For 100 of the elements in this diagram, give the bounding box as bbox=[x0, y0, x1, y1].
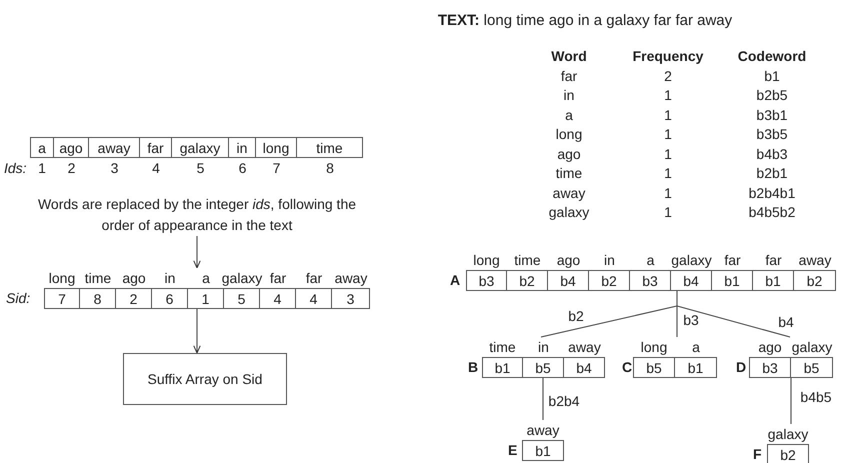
word-label: ago bbox=[122, 271, 146, 285]
table-cell-text: ago bbox=[556, 144, 582, 164]
table-cell-text: 1 bbox=[663, 86, 673, 105]
array-cell: 5 bbox=[224, 288, 260, 309]
process-box: Suffix Array on Sid bbox=[123, 353, 287, 405]
edge-label: b2 bbox=[567, 309, 585, 323]
description-text: Words are replaced by the integer ids, following the order of appearance in the text bbox=[22, 194, 372, 236]
table-cell-text: away bbox=[552, 184, 586, 203]
array-cell: in bbox=[229, 137, 256, 158]
table-cell-text: galaxy bbox=[548, 203, 590, 222]
array-cell: b4 bbox=[548, 270, 589, 291]
word-label: far bbox=[765, 253, 782, 267]
array-cell: a bbox=[30, 137, 54, 158]
table-cell-text: long bbox=[554, 125, 584, 144]
array-cell: 4 bbox=[260, 288, 296, 309]
word-label: 2 bbox=[68, 161, 76, 175]
array-cell: 3 bbox=[332, 288, 370, 309]
row-label: E bbox=[508, 441, 518, 460]
array-cell: 4 bbox=[296, 288, 332, 309]
word-label: ago bbox=[758, 340, 782, 354]
table-cell-text: 1 bbox=[663, 184, 673, 202]
word-label: 8 bbox=[326, 161, 334, 175]
word-label: a bbox=[646, 253, 654, 267]
table-cell-text: 1 bbox=[663, 203, 673, 222]
word-label: away bbox=[526, 423, 560, 437]
arrow bbox=[193, 236, 201, 268]
array-cell: galaxy bbox=[172, 137, 229, 158]
row-label: F bbox=[753, 445, 763, 463]
table-cell-text: in bbox=[562, 86, 576, 105]
table-cell-text: b2b4b1 bbox=[748, 184, 796, 202]
word-label: far bbox=[724, 253, 741, 267]
word-label: long bbox=[48, 271, 76, 285]
array-cell: b2 bbox=[794, 270, 836, 291]
word-label: ago bbox=[556, 253, 580, 267]
word-label: a bbox=[202, 271, 210, 285]
array-cell: time bbox=[297, 137, 363, 158]
array-cell: away bbox=[89, 137, 140, 158]
table-cell-text: b3b5 bbox=[755, 125, 789, 144]
table-cell-text: b1 bbox=[763, 66, 781, 86]
array-cell: b4 bbox=[671, 270, 712, 291]
word-label: far bbox=[270, 271, 286, 285]
array-cell: ago bbox=[54, 137, 89, 158]
word-label: long bbox=[640, 340, 668, 354]
word-label: 6 bbox=[238, 161, 246, 175]
table-cell-text: time bbox=[554, 164, 584, 183]
word-label: a bbox=[692, 340, 700, 354]
table-cell-text: b3b1 bbox=[755, 106, 789, 124]
word-label: 7 bbox=[272, 161, 280, 175]
word-label: in bbox=[604, 253, 615, 267]
array-cell: b1 bbox=[753, 270, 794, 291]
word-label: far bbox=[306, 271, 322, 285]
word-label: away bbox=[334, 271, 368, 285]
table-cell-text: 1 bbox=[663, 164, 673, 183]
arrow bbox=[193, 308, 201, 354]
array-cell: b1 bbox=[712, 270, 753, 291]
tree-branch-line bbox=[790, 378, 792, 424]
table-cell-text: a bbox=[564, 106, 574, 124]
array-cell: b1 bbox=[482, 357, 523, 378]
word-label: time bbox=[84, 271, 112, 285]
array-cell: b5 bbox=[633, 357, 675, 378]
table-cell-text: far bbox=[560, 66, 578, 86]
word-label: time bbox=[514, 253, 541, 267]
row-label: D bbox=[736, 358, 748, 377]
edge-label: b3 bbox=[682, 313, 700, 327]
table-cell-text: 1 bbox=[663, 125, 673, 144]
word-label: galaxy bbox=[792, 340, 832, 354]
tree-branch-line bbox=[542, 378, 544, 420]
edge-label: b4 bbox=[777, 315, 795, 329]
word-label: 4 bbox=[152, 161, 160, 175]
table-header: Frequency bbox=[632, 47, 704, 66]
word-label: 3 bbox=[110, 161, 118, 175]
table-cell-text: b4b5b2 bbox=[748, 203, 796, 222]
word-label: galaxy bbox=[768, 427, 808, 441]
array-cell: b5 bbox=[523, 357, 564, 378]
array-cell: b3 bbox=[630, 270, 671, 291]
word-label: in bbox=[164, 271, 176, 285]
table-cell-text: b2b5 bbox=[755, 86, 789, 105]
row-label: A bbox=[450, 271, 462, 290]
table-cell-text: 2 bbox=[663, 66, 673, 86]
table-cell-text: b4b3 bbox=[755, 144, 789, 164]
table-cell-text: b2b1 bbox=[755, 164, 789, 183]
table-cell-text: 1 bbox=[663, 144, 673, 164]
word-label: 1 bbox=[38, 161, 46, 175]
array-cell: long bbox=[256, 137, 297, 158]
table-cell-text: 1 bbox=[663, 106, 673, 124]
word-label: galaxy bbox=[222, 271, 262, 285]
word-label: galaxy bbox=[671, 253, 712, 267]
array-cell: 1 bbox=[188, 288, 224, 309]
array-cell: 8 bbox=[80, 288, 116, 309]
title: TEXT: long time ago in a galaxy far far away bbox=[436, 11, 734, 31]
word-label: in bbox=[538, 340, 549, 354]
word-label: away bbox=[798, 253, 832, 267]
array-cell: b2 bbox=[507, 270, 548, 291]
array-cell: b4 bbox=[564, 357, 605, 378]
array-cell: b2 bbox=[589, 270, 630, 291]
row-label: Sid: bbox=[6, 289, 32, 308]
word-label: long bbox=[473, 253, 500, 267]
array-cell: b3 bbox=[466, 270, 507, 291]
tree-branch-line bbox=[676, 290, 790, 338]
array-cell: b2 bbox=[767, 444, 809, 463]
